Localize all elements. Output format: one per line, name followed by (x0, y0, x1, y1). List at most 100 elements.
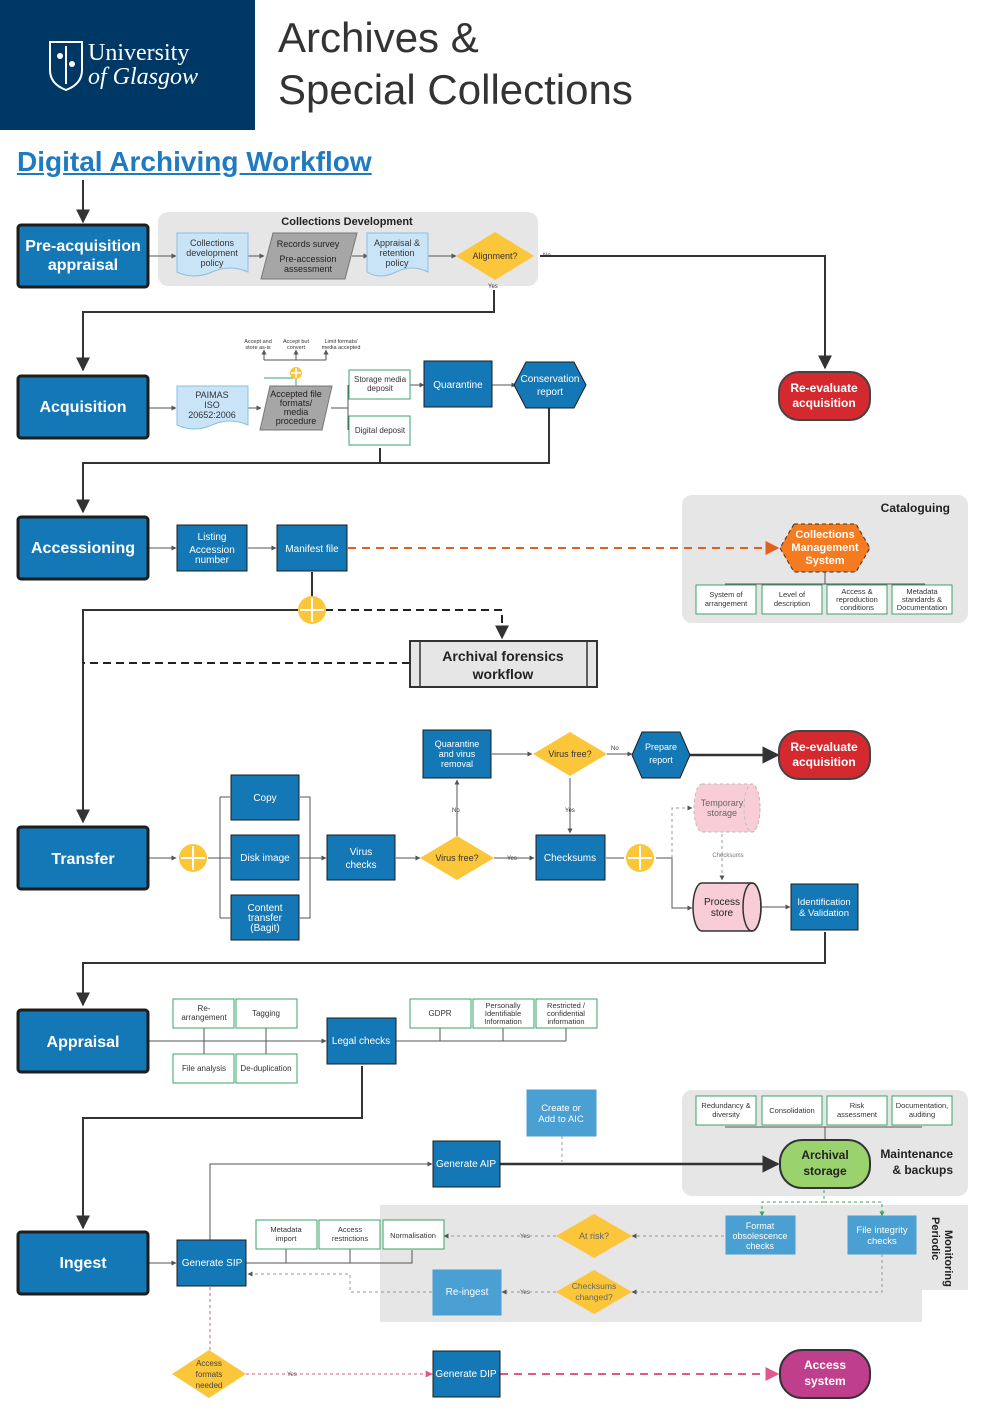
decision-text: Virus free? (435, 853, 478, 863)
quarantine-removal-box[interactable]: Quarantine and virus removal (422, 729, 492, 779)
accept-option-2: convert (287, 345, 306, 351)
gateway-icon (626, 844, 654, 872)
file-integrity-box[interactable]: File integrity checks (847, 1215, 917, 1255)
access-system[interactable]: Access system (779, 1349, 871, 1399)
content-transfer-box[interactable]: Content transfer (Bagit) (230, 894, 300, 941)
reingest-box[interactable]: Re-ingest (432, 1269, 502, 1316)
catalogue-system-of-arrangement[interactable]: System of arrangement (695, 584, 757, 615)
stage-acquisition[interactable]: Acquisition (16, 374, 150, 440)
stage-label: Ingest (59, 1255, 107, 1272)
box-text: Virus (350, 847, 373, 858)
temporary-storage-cylinder[interactable]: Temporary storage (693, 783, 761, 833)
prepare-report-box[interactable]: Prepare report (631, 731, 691, 779)
box-text: Generate AIP (436, 1159, 496, 1170)
virus-free-decision-2[interactable]: Virus free? (533, 732, 607, 776)
page-title: Archives & Special Collections (278, 12, 633, 116)
accepted-formats-process[interactable]: Accepted file formats/ media procedure (259, 385, 333, 431)
process-text: formats/ (280, 398, 313, 408)
box-text: checks (345, 860, 376, 871)
format-obsolescence-box[interactable]: Format obsolescence checks (725, 1215, 796, 1255)
records-survey-process[interactable]: Records survey Pre-accession assessment (260, 232, 358, 280)
decision-text: needed (196, 1381, 223, 1390)
tagging-box[interactable]: Tagging (235, 998, 298, 1029)
stage-appraisal[interactable]: Appraisal (16, 1008, 150, 1074)
virus-yes-label: Yes (507, 856, 517, 862)
archival-forensics-box[interactable]: Archival forensics workflow (409, 640, 598, 688)
checksums-box[interactable]: Checksums (535, 834, 606, 881)
box-text: checks (867, 1236, 897, 1247)
collections-policy-doc[interactable]: Collections development policy (176, 232, 249, 277)
metadata-import-box[interactable]: Metadata import (255, 1219, 318, 1250)
box-text: Checksums (544, 853, 596, 864)
virus-checks-box[interactable]: Virus checks (326, 834, 396, 881)
cms-box[interactable]: Collections Management System (779, 523, 871, 573)
box-text: Documentation, (896, 1101, 949, 1110)
restricted-info-box[interactable]: Restricted / confidential information (535, 998, 598, 1029)
normalisation-box[interactable]: Normalisation (382, 1219, 445, 1250)
quarantine-box[interactable]: Quarantine (423, 360, 493, 408)
manifest-file-box[interactable]: Manifest file (276, 524, 348, 572)
box-text: deposit (367, 384, 394, 393)
terminal-text: acquisition (792, 755, 855, 769)
box-text: (Bagit) (250, 923, 279, 934)
storage-media-deposit[interactable]: Storage media deposit (348, 369, 411, 400)
maintenance-risk[interactable]: Risk assessment (826, 1095, 888, 1126)
maintenance-consolidation[interactable]: Consolidation (761, 1095, 823, 1126)
box-text: arrangement (181, 1013, 227, 1022)
process-store-cylinder[interactable]: Process store (692, 882, 762, 932)
paimas-doc[interactable]: PAIMAS ISO 20652:2006 (176, 385, 249, 430)
retention-policy-doc[interactable]: Appraisal & retention policy (366, 232, 429, 277)
alignment-decision[interactable]: Alignment? (456, 232, 534, 280)
terminal-text: Archival (801, 1148, 848, 1162)
accept-option-2: Accept but (283, 339, 309, 345)
legal-checks-box[interactable]: Legal checks (326, 1017, 397, 1065)
terminal-text: storage (803, 1164, 847, 1178)
checksums-changed-decision[interactable]: Checksums changed? (556, 1270, 632, 1314)
stage-label: Transfer (51, 851, 114, 868)
pii-box[interactable]: Personally Identifiable Information (472, 998, 535, 1029)
stage-ingest[interactable]: Ingest (16, 1230, 150, 1296)
file-analysis-box[interactable]: File analysis (172, 1053, 235, 1084)
catalogue-metadata-standards[interactable]: Metadata standards & Documentation (891, 584, 953, 615)
copy-box[interactable]: Copy (230, 774, 300, 821)
box-text: Quarantine (435, 739, 480, 749)
access-formats-decision[interactable]: Access formats needed (172, 1350, 246, 1398)
reevaluate-acquisition-1[interactable]: Re-evaluate acquisition (778, 371, 871, 421)
virus-free-decision-1[interactable]: Virus free? (420, 836, 494, 880)
generate-sip-box[interactable]: Generate SIP (176, 1239, 247, 1287)
generate-dip-box[interactable]: Generate DIP (432, 1350, 501, 1398)
catalogue-level-of-description[interactable]: Level of description (761, 584, 823, 615)
gateway-small-icon (290, 367, 302, 379)
maintenance-documentation[interactable]: Documentation, auditing (891, 1095, 953, 1126)
catalogue-access-conditions[interactable]: Access & reproduction conditions (826, 584, 888, 615)
create-aic-box[interactable]: Create or Add to AIC (526, 1089, 597, 1137)
box-text: report (649, 755, 673, 765)
box-text: Process (704, 897, 740, 908)
rearrangement-box[interactable]: Re- arrangement (172, 998, 235, 1029)
conservation-report[interactable]: Conservation report (513, 361, 587, 409)
checksums-dashed-label: Checksums (712, 853, 743, 859)
box-text: Disk image (240, 853, 290, 864)
at-risk-decision[interactable]: At risk? (556, 1214, 632, 1258)
digital-deposit[interactable]: Digital deposit (348, 415, 411, 446)
identification-validation-box[interactable]: Identification & Validation (790, 883, 859, 931)
access-yes-label: Yes (287, 1372, 297, 1378)
maintenance-redundancy[interactable]: Redundancy & diversity (695, 1095, 757, 1126)
box-text: transfer (248, 913, 283, 924)
stage-transfer[interactable]: Transfer (16, 825, 150, 891)
generate-aip-box[interactable]: Generate AIP (432, 1140, 501, 1188)
disk-image-box[interactable]: Disk image (230, 834, 300, 881)
box-text: & Validation (799, 908, 849, 919)
stage-accessioning[interactable]: Accessioning (16, 515, 150, 581)
logo-text-2: of Glasgow (88, 64, 198, 90)
access-restrictions-box[interactable]: Access restrictions (318, 1219, 381, 1250)
box-text: conditions (840, 603, 874, 612)
logo-text-1: University (88, 40, 189, 66)
reevaluate-acquisition-2[interactable]: Re-evaluate acquisition (778, 730, 871, 780)
listing-box[interactable]: Listing Accession number (176, 524, 248, 572)
deduplication-box[interactable]: De-duplication (235, 1053, 298, 1084)
archival-storage[interactable]: Archival storage (779, 1139, 871, 1189)
gdpr-box[interactable]: GDPR (409, 998, 472, 1029)
stage-pre-acquisition[interactable]: Pre-acquisition appraisal (16, 223, 150, 289)
